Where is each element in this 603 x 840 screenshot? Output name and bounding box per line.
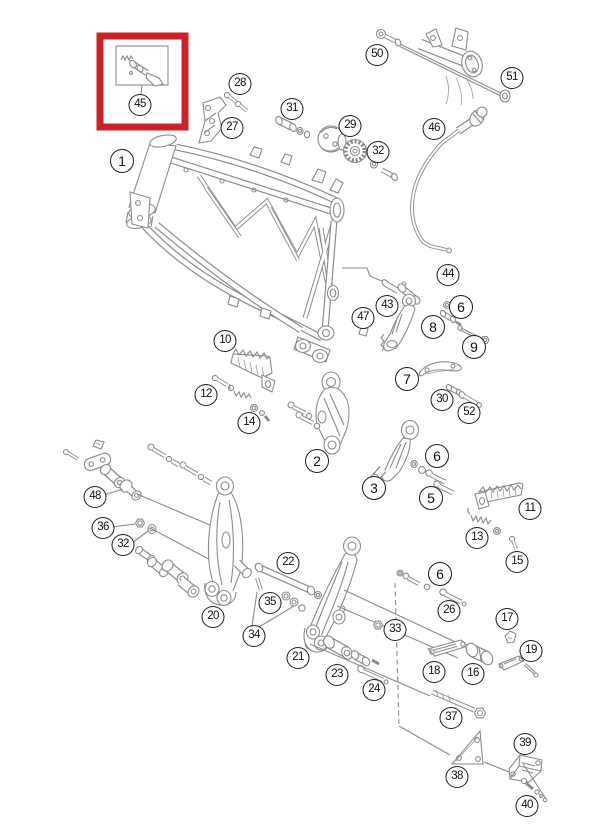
- callout-13: 13: [465, 527, 489, 549]
- callout-1: 1: [110, 149, 134, 173]
- carrier-2: [287, 371, 350, 455]
- callout-28: 28: [228, 73, 252, 95]
- pedal-assembly: [342, 267, 490, 352]
- brace-20: [135, 476, 252, 607]
- footpeg-10: [230, 347, 276, 393]
- washers-14: [249, 403, 271, 422]
- highlight-box: [96, 32, 189, 131]
- callout-24: 24: [362, 679, 386, 701]
- callout-47: 47: [351, 307, 375, 329]
- frame-part-1: [125, 134, 345, 364]
- callout-17: 17: [495, 608, 519, 630]
- callout-39: 39: [513, 733, 537, 755]
- callout-43: 43: [375, 295, 399, 317]
- bolts-28: [223, 91, 249, 113]
- callout-27: 27: [220, 117, 244, 139]
- callout-6: 6: [425, 444, 449, 468]
- callout-2: 2: [305, 449, 329, 473]
- callout-3: 3: [362, 476, 386, 500]
- callout-6: 6: [428, 562, 452, 586]
- spring-13: [467, 507, 501, 535]
- callout-8: 8: [421, 315, 445, 339]
- callout-5: 5: [419, 486, 443, 510]
- callout-9: 9: [462, 335, 486, 359]
- callout-35: 35: [258, 592, 282, 614]
- callout-32: 32: [366, 141, 390, 163]
- plate-18: [426, 639, 470, 657]
- inserts-29: [317, 125, 368, 164]
- callout-50: 50: [365, 44, 389, 66]
- highlight-part-45: [96, 32, 189, 131]
- bolts-6-26: [396, 569, 467, 607]
- callout-10: 10: [213, 330, 237, 352]
- bolts-40: [520, 761, 548, 803]
- callout-52: 52: [457, 402, 481, 424]
- bracket-39: [508, 754, 543, 783]
- guard-50-51: [375, 27, 511, 106]
- callout-6: 6: [449, 295, 473, 319]
- callout-48: 48: [83, 486, 107, 508]
- callout-14: 14: [237, 412, 261, 434]
- cable-46: [410, 106, 488, 254]
- guide-7: [418, 361, 462, 377]
- callout-21: 21: [286, 647, 310, 669]
- callout-29: 29: [338, 115, 362, 137]
- damper-16: [465, 642, 494, 666]
- bushings-23: [323, 635, 380, 667]
- callout-30: 30: [430, 389, 454, 411]
- callout-38: 38: [445, 766, 469, 788]
- callout-31: 31: [280, 98, 304, 120]
- callout-45: 45: [128, 94, 152, 116]
- bolt-spring-12: [211, 374, 252, 400]
- clip-17: [504, 630, 517, 644]
- bolt-37: [431, 689, 487, 719]
- callout-44: 44: [436, 264, 460, 286]
- callout-12: 12: [194, 384, 218, 406]
- link-rod-22: [251, 562, 346, 628]
- callout-7: 7: [395, 367, 419, 391]
- callout-23: 23: [325, 664, 349, 686]
- callout-32: 32: [111, 534, 135, 556]
- plate-38: [450, 729, 510, 773]
- callout-36: 36: [91, 517, 115, 539]
- callout-40: 40: [515, 795, 539, 817]
- callout-34: 34: [242, 625, 266, 647]
- callout-15: 15: [505, 551, 529, 573]
- footpeg-11: [474, 482, 524, 510]
- callout-18: 18: [422, 661, 446, 683]
- mount-cluster-48: [62, 439, 225, 565]
- callout-16: 16: [461, 663, 485, 685]
- leader-45: [140, 84, 143, 96]
- callout-22: 22: [276, 552, 300, 574]
- part-45-lock-assembly: [120, 54, 164, 87]
- callout-20: 20: [201, 606, 225, 628]
- callout-46: 46: [422, 118, 446, 140]
- callout-51: 51: [500, 67, 524, 89]
- callout-37: 37: [439, 707, 463, 729]
- spacer-31: [275, 115, 311, 139]
- callout-11: 11: [518, 498, 542, 520]
- callout-19: 19: [519, 640, 543, 662]
- bolts-5-6: [410, 460, 455, 496]
- arm-21: [303, 536, 362, 653]
- bolt-15: [508, 535, 518, 550]
- callout-26: 26: [437, 600, 461, 622]
- callout-33: 33: [383, 619, 407, 641]
